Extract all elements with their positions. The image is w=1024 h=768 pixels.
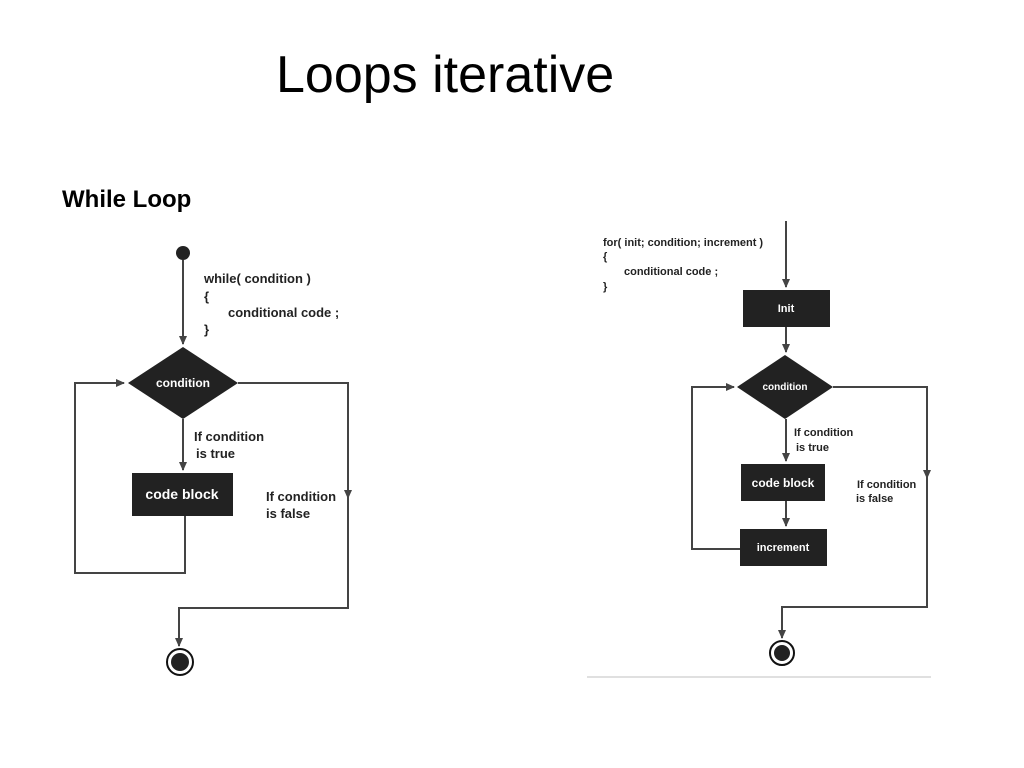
for-code-line-1: for( init; condition; increment ) [603, 237, 763, 249]
while-false-line [238, 382, 352, 499]
while-condition-label: condition [156, 376, 210, 390]
section-heading-while-loop: While Loop [62, 186, 192, 213]
while-end-node [171, 653, 189, 671]
while-code-line-2: { [204, 289, 209, 304]
for-true-label-line-1: If condition [794, 427, 854, 439]
for-true-label-line-2: is true [796, 442, 829, 454]
for-false-label-line-1: If condition [857, 479, 917, 491]
for-end-node [774, 645, 790, 661]
while-false-label-line-1: If condition [266, 489, 336, 504]
while-false-label-line-2: is false [266, 506, 310, 521]
while-condition-diamond [128, 347, 238, 419]
for-code-block-box [741, 464, 825, 501]
slide-title: Loops iterative [276, 46, 615, 104]
for-increment-box [740, 529, 827, 566]
for-code-line-4: } [603, 281, 608, 293]
for-code-line-3: conditional code ; [624, 266, 718, 278]
while-true-label-line-2: is true [196, 446, 235, 461]
while-code-line-1: while( condition ) [203, 271, 311, 286]
while-code-block-box [132, 473, 233, 516]
while-loop-back-line [74, 379, 186, 574]
for-increment-label: increment [757, 542, 810, 554]
while-start-node [176, 246, 190, 260]
while-code-block-label: code block [145, 486, 218, 502]
for-init-label: Init [778, 303, 795, 315]
while-code-line-3: conditional code ; [228, 305, 339, 320]
for-code-line-2: { [603, 251, 608, 263]
for-init-box [743, 290, 830, 327]
for-exit-line [778, 478, 928, 639]
while-exit-line [175, 498, 349, 647]
for-code-block-label: code block [752, 476, 815, 490]
for-false-label-line-2: is false [856, 493, 893, 505]
for-false-line [833, 386, 931, 479]
while-true-label-line-1: If condition [194, 429, 264, 444]
while-code-line-4: } [204, 322, 209, 337]
for-loop-back-line [691, 383, 740, 550]
for-condition-diamond [737, 355, 833, 419]
for-condition-label: condition [763, 382, 808, 393]
